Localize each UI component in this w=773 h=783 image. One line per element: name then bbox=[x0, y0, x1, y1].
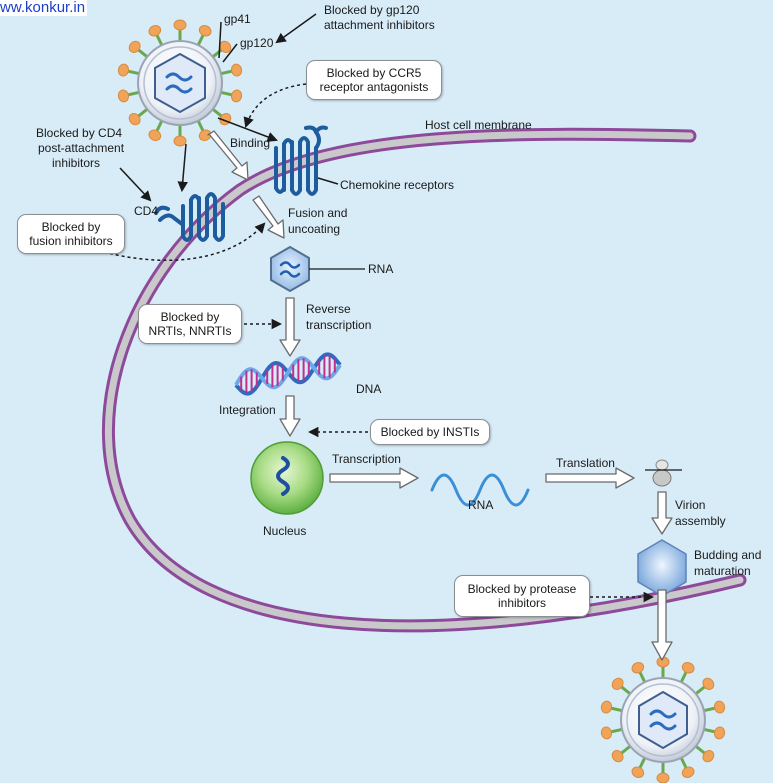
inhibitor-arrows bbox=[103, 83, 655, 603]
label-virion-line2: assembly bbox=[675, 514, 726, 528]
chemokine-receptor bbox=[274, 125, 328, 196]
note-cd4post-line3: inhibitors bbox=[52, 156, 101, 170]
label-fusion-line1: Fusion and bbox=[288, 206, 348, 220]
spike-head bbox=[219, 40, 232, 53]
ribosome-icon bbox=[645, 459, 682, 487]
label-budding-line1: Budding and bbox=[694, 548, 762, 562]
capsid-rna bbox=[270, 245, 365, 293]
rna-strand bbox=[430, 473, 530, 507]
arrow-virion-to-chemokine bbox=[217, 117, 278, 142]
line-chemokine bbox=[317, 177, 339, 185]
host-cell-membrane bbox=[102, 127, 747, 633]
spike-head bbox=[117, 63, 130, 77]
box-protease: Blocked by protease inhibitors bbox=[454, 575, 590, 617]
box-insti-label: Blocked by INSTIs bbox=[380, 425, 480, 439]
spike-head bbox=[681, 662, 695, 674]
note-gp120-line1: Blocked by gp120 bbox=[324, 3, 420, 17]
label-fusion-line2: uncoating bbox=[288, 222, 341, 236]
label-transcription: Transcription bbox=[332, 452, 401, 466]
note-cd4post-line1: Blocked by CD4 bbox=[36, 126, 123, 140]
arrow-transcription bbox=[329, 467, 419, 489]
line-gp41 bbox=[218, 21, 222, 59]
label-rna-2: RNA bbox=[468, 498, 494, 512]
hiv-virion-top bbox=[117, 19, 243, 147]
spike-head bbox=[702, 677, 715, 690]
spike-head bbox=[173, 19, 187, 31]
box-protease-line2: inhibitors bbox=[497, 596, 547, 610]
label-integration: Integration bbox=[219, 403, 276, 417]
label-rna-1: RNA bbox=[368, 262, 394, 276]
box-protease-line1: Blocked by protease bbox=[467, 582, 577, 596]
spike-head bbox=[713, 700, 726, 714]
arrow-cd4-post bbox=[119, 167, 152, 202]
box-ccr5-line2: receptor antagonists bbox=[319, 80, 429, 94]
label-cd4: CD4 bbox=[134, 204, 159, 218]
spike-head bbox=[148, 129, 162, 141]
spike-head bbox=[128, 40, 141, 53]
label-host-membrane: Host cell membrane bbox=[425, 118, 532, 132]
arrow-translation bbox=[545, 467, 635, 489]
label-gp41: gp41 bbox=[224, 12, 251, 26]
note-cd4post-line2: post-attachment bbox=[38, 141, 125, 155]
label-gp120: gp120 bbox=[240, 36, 274, 50]
box-nrti: Blocked by NRTIs, NNRTIs bbox=[138, 304, 242, 344]
arrow-rna-to-rt bbox=[279, 297, 301, 357]
box-insti: Blocked by INSTIs bbox=[370, 419, 490, 445]
spike-head bbox=[611, 677, 624, 690]
spike-head bbox=[713, 726, 726, 740]
label-translation: Translation bbox=[556, 456, 615, 470]
label-virion-line1: Virion bbox=[675, 498, 706, 512]
spike-head bbox=[631, 662, 645, 674]
box-fusion: Blocked by fusion inhibitors bbox=[17, 214, 125, 254]
spike-head bbox=[611, 750, 624, 763]
spike-head bbox=[198, 25, 212, 37]
spike-head bbox=[230, 89, 243, 103]
label-nucleus: Nucleus bbox=[263, 524, 307, 538]
dna-helix bbox=[234, 352, 342, 396]
spike-head bbox=[702, 750, 715, 763]
arrow-virion-assembly bbox=[651, 491, 673, 535]
spike-head bbox=[173, 135, 187, 147]
box-ccr5-line1: Blocked by CCR5 bbox=[326, 66, 422, 80]
box-ccr5: Blocked by CCR5 receptor antagonists bbox=[306, 60, 442, 100]
arrow-fusion-to-rna bbox=[252, 195, 285, 239]
label-rt-line1: Reverse bbox=[306, 302, 351, 316]
spike-head bbox=[600, 700, 613, 714]
box-nrti-line1: Blocked by bbox=[160, 310, 220, 324]
spike-head bbox=[128, 113, 141, 126]
pointer-arrows bbox=[119, 13, 339, 202]
process-arrows bbox=[207, 130, 673, 661]
box-fusion-line2: fusion inhibitors bbox=[29, 234, 113, 248]
label-dna: DNA bbox=[356, 382, 382, 396]
arrow-virion-to-binding bbox=[207, 130, 249, 181]
label-budding-line2: maturation bbox=[694, 564, 751, 578]
arrow-dna-to-nucleus bbox=[279, 395, 301, 437]
virion-spikes bbox=[600, 656, 726, 783]
watermark: ww.konkur.in bbox=[0, 0, 88, 16]
label-binding: Binding bbox=[230, 136, 271, 150]
arrow-virion-to-cd4 bbox=[177, 143, 188, 193]
hiv-virion-bottom bbox=[600, 656, 726, 783]
arrow-gp120-blocker bbox=[275, 13, 317, 44]
spike-head bbox=[656, 772, 670, 783]
spike-head bbox=[230, 63, 243, 77]
label-rt-line2: transcription bbox=[306, 318, 372, 332]
line-gp120 bbox=[222, 43, 238, 63]
spike-head bbox=[631, 766, 645, 778]
spike-head bbox=[148, 25, 162, 37]
cd4-receptor bbox=[154, 192, 225, 242]
spike-head bbox=[600, 726, 613, 740]
dash-fusion bbox=[103, 222, 266, 262]
box-nrti-line2: NRTIs, NNRTIs bbox=[148, 324, 232, 338]
note-gp120-line2: attachment inhibitors bbox=[324, 18, 435, 32]
spike-head bbox=[117, 89, 130, 103]
spike-head bbox=[681, 766, 695, 778]
arrow-release bbox=[651, 589, 673, 661]
label-chemokine: Chemokine receptors bbox=[340, 178, 455, 192]
box-fusion-line1: Blocked by bbox=[41, 220, 101, 234]
nucleus bbox=[250, 441, 324, 515]
